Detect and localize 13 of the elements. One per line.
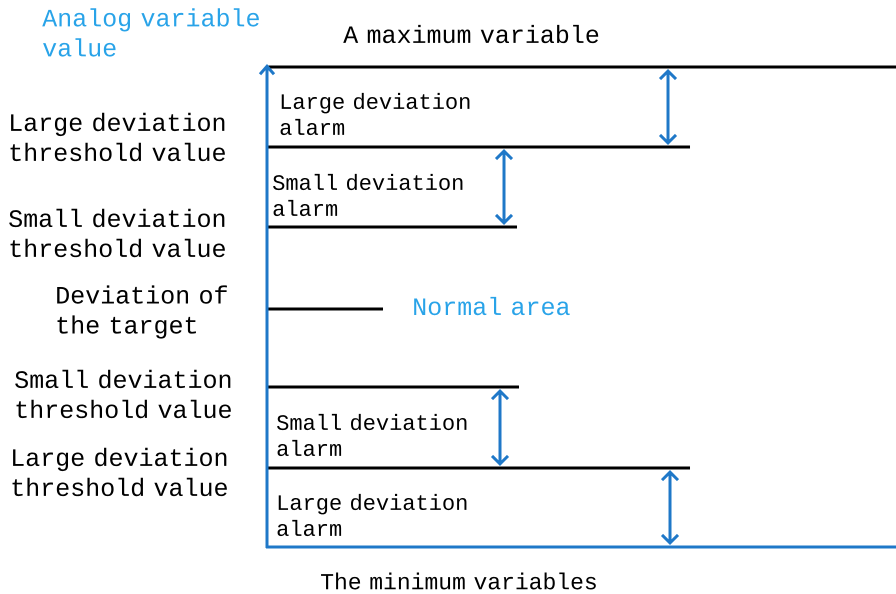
level-label: A maximum variable (343, 24, 598, 44)
level-label: Small deviation threshold value (9, 208, 225, 258)
area-label: Normal area (414, 296, 570, 316)
zone-label: Large deviation alarm (280, 92, 470, 136)
axis-label: Analog variable value (42, 8, 259, 57)
level-label: The minimum variables (321, 572, 596, 590)
zone-label: Small deviation alarm (277, 414, 466, 456)
zone-label: Small deviation alarm (273, 174, 462, 216)
level-label: Large deviation threshold value (10, 112, 225, 162)
level-label: Deviation of the target (57, 285, 227, 339)
level-label: Large deviation threshold value (12, 448, 227, 496)
level-label: Small deviation threshold value (15, 370, 231, 418)
zone-label: Large deviation alarm (278, 494, 466, 536)
